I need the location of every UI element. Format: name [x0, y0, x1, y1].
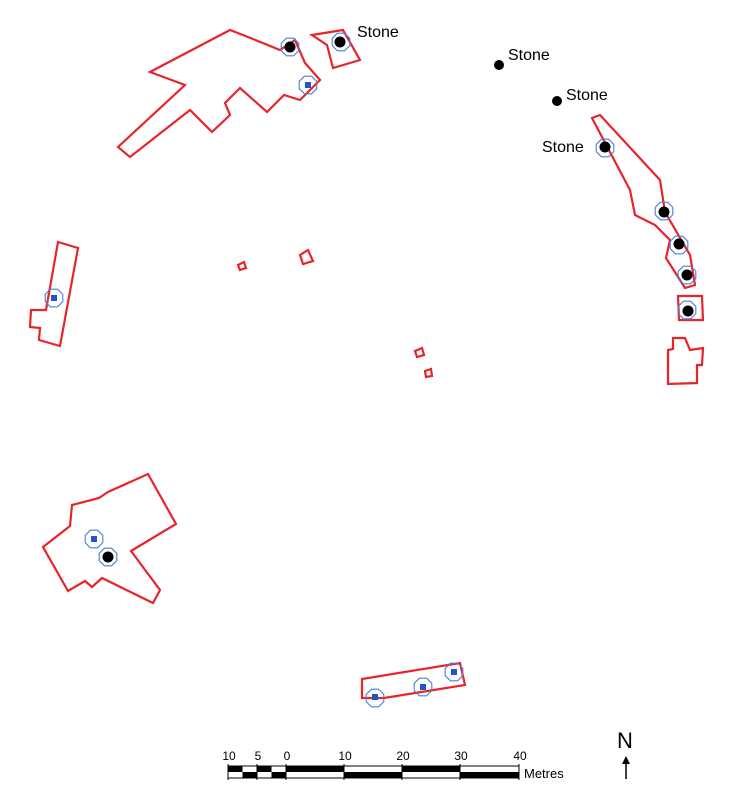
trench-south: [360, 661, 467, 700]
excavation-ring: [654, 201, 674, 221]
test-pit-4: [423, 367, 434, 379]
excavation-ring: [84, 529, 104, 549]
excavation-ring: [595, 138, 615, 158]
test-pit-1: [236, 260, 248, 272]
excavation-ring: [444, 662, 464, 682]
trench-north: [309, 28, 362, 70]
scale-tick-label: 5: [254, 749, 262, 763]
excavation-ring: [44, 288, 64, 308]
test-pit-2: [298, 248, 315, 266]
post-marker: [420, 684, 426, 690]
standing-stone: [494, 60, 504, 70]
stone-hole: [681, 269, 693, 281]
stone-hole: [334, 36, 346, 48]
stone-hole: [102, 551, 114, 563]
north-arrow-icon: [622, 756, 630, 779]
excavation-ring: [98, 547, 118, 567]
trench-west: [28, 240, 80, 348]
test-pit-3: [413, 346, 426, 359]
stone-hole: [673, 238, 685, 250]
scale-tick-label: 10: [222, 749, 236, 763]
scale-tick-label: 40: [513, 749, 527, 763]
stone-label: Stone: [542, 139, 584, 156]
post-marker: [305, 82, 311, 88]
trench-east-south: [666, 336, 705, 386]
excavation-ring: [298, 75, 318, 95]
north-label: N: [617, 728, 633, 753]
post-marker: [51, 295, 57, 301]
scale-bar: [227, 764, 520, 780]
scale-tick-label: 10: [338, 749, 352, 763]
excavation-ring: [331, 32, 351, 52]
stone-label: Stone: [508, 47, 550, 64]
trench-north-west: [116, 28, 322, 159]
stone-hole: [284, 41, 296, 53]
excavation-ring: [413, 677, 433, 697]
stone-hole: [658, 206, 670, 218]
scale-tick-label: 0: [283, 749, 291, 763]
stone-label: Stone: [566, 87, 608, 104]
scale-tick-label: 30: [454, 749, 468, 763]
excavation-ring: [669, 235, 689, 255]
stone-hole: [682, 305, 694, 317]
post-marker: [91, 536, 97, 542]
excavation-ring: [677, 265, 697, 285]
standing-stone: [552, 96, 562, 106]
excavation-ring: [677, 300, 697, 320]
post-marker: [372, 694, 378, 700]
excavation-ring: [280, 37, 300, 57]
excavation-ring: [365, 688, 385, 708]
stone-label: Stone: [357, 24, 399, 41]
scale-tick-label: 20: [396, 749, 410, 763]
stone-hole: [599, 141, 611, 153]
scale-unit-label: Metres: [524, 766, 564, 781]
trench-north-east: [590, 113, 697, 290]
trench-south-west: [41, 472, 178, 605]
post-marker: [451, 669, 457, 675]
